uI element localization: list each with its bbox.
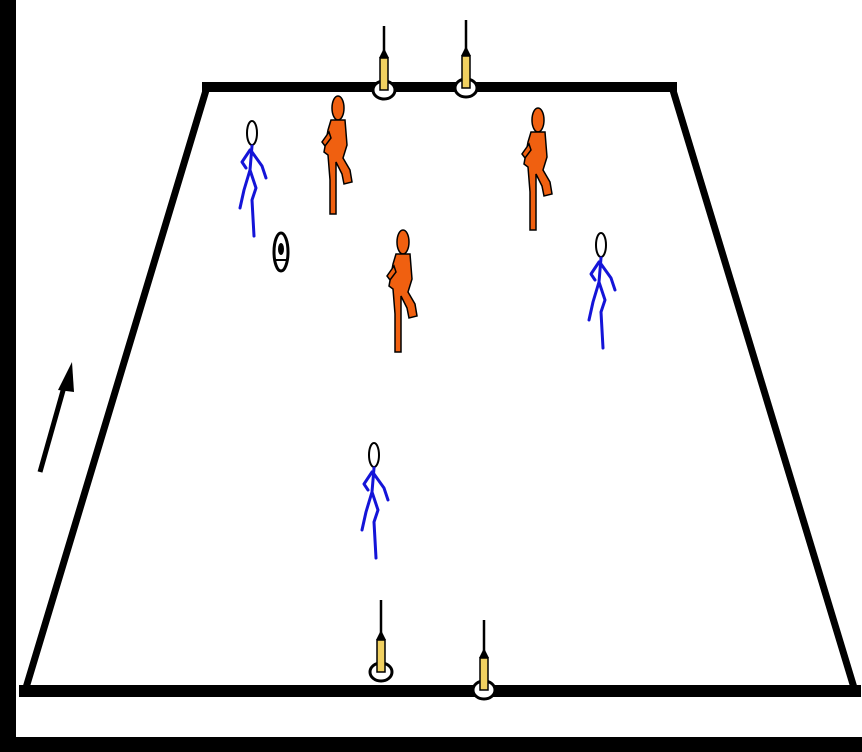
field-background — [16, 0, 862, 737]
ball-icon — [274, 233, 288, 271]
